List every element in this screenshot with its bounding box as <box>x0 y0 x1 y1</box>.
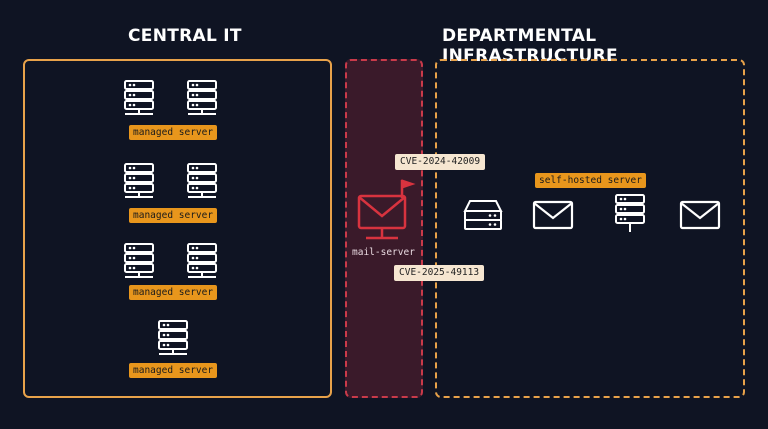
cve-badge: CVE-2025-49113 <box>394 265 485 281</box>
mail-server-label: mail-server <box>352 247 415 258</box>
managed-server-tag: managed server <box>129 363 218 378</box>
managed-server-tag: managed server <box>129 285 218 300</box>
server-rack-icon <box>157 320 189 356</box>
envelope-icon <box>532 200 574 230</box>
managed-server-tag: managed server <box>129 125 218 140</box>
self-hosted-server-tag: self-hosted server <box>535 173 646 188</box>
server-rack-icon <box>186 80 218 116</box>
central-it-panel <box>23 59 332 398</box>
envelope-icon <box>679 200 721 230</box>
departmental-panel <box>435 59 745 398</box>
cve-badge: CVE-2024-42009 <box>395 154 486 170</box>
departmental-infrastructure-heading: DEPARTMENTAL INFRASTRUCTURE <box>442 26 618 66</box>
envelope-flag-icon <box>356 176 416 244</box>
server-rack-icon <box>186 243 218 279</box>
server-stack-icon <box>463 199 503 233</box>
server-rack-icon <box>123 80 155 116</box>
server-rack-icon <box>186 163 218 199</box>
server-rack-icon <box>123 163 155 199</box>
managed-server-tag: managed server <box>129 208 218 223</box>
central-it-heading: CENTRAL IT <box>128 26 242 46</box>
server-rack-icon <box>614 194 646 236</box>
server-rack-icon <box>123 243 155 279</box>
